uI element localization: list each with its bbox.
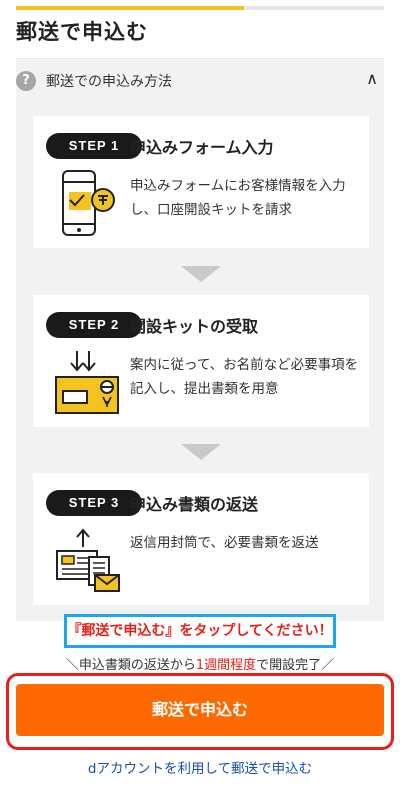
progress-bar [16,6,384,10]
down-arrow-icon [181,444,221,460]
step-title: 開設キットの受取 [130,317,259,336]
page-title: 郵送で申込む [16,20,148,44]
d-account-apply-link[interactable]: dアカウントを利用して郵送で申込む [87,761,313,777]
question-icon: ? [16,71,36,91]
documents-return-icon [55,527,121,597]
accordion-header[interactable]: ? 郵送での申込み方法 ∧ [16,59,384,103]
completion-note-highlight: 1週間程度 [195,658,257,673]
step-description: 案内に従って、お名前など必要事項を記入し、提出書類を用意 [130,357,359,397]
completion-note-post: で開設完了／ [256,658,335,673]
completion-note-pre: ＼申込書類の返送から [65,658,196,673]
step-title: 申込みフォーム入力 [130,138,274,157]
accordion-label: 郵送での申込み方法 [46,74,172,90]
completion-note: ＼申込書類の返送から1週間程度で開設完了／ [0,654,400,673]
cta-highlight-frame [6,673,394,750]
step-badge: STEP 3 [46,490,142,516]
step-badge: STEP 1 [46,133,142,159]
step-card-1: STEP 1 申込みフォーム入力 申込みフォームにお客様情報を入力し、口座開設キ… [33,116,369,248]
apply-by-mail-button[interactable]: 郵送で申込む [16,684,384,736]
smartphone-form-icon [55,170,117,244]
step-title: 申込み書類の返送 [130,495,259,514]
step-card-2: STEP 2 開設キットの受取 案内に従って、お名前など必要事項を記入し、提出書… [33,295,369,427]
down-arrow-icon [181,266,221,282]
progress-fill [16,6,245,10]
step-description: 申込みフォームにお客様情報を入力し、口座開設キットを請求 [130,178,346,218]
chevron-up-icon[interactable]: ∧ [366,69,378,88]
step-card-3: STEP 3 申込み書類の返送 返信用封筒で、必要書類を返送 [33,473,369,605]
step-badge: STEP 2 [46,312,142,338]
envelope-receive-icon [55,349,121,419]
tap-notice: 『郵送で申込む』をタップしてください！ [64,614,336,648]
step-description: 返信用封筒で、必要書類を返送 [130,535,319,551]
divider [16,58,384,59]
